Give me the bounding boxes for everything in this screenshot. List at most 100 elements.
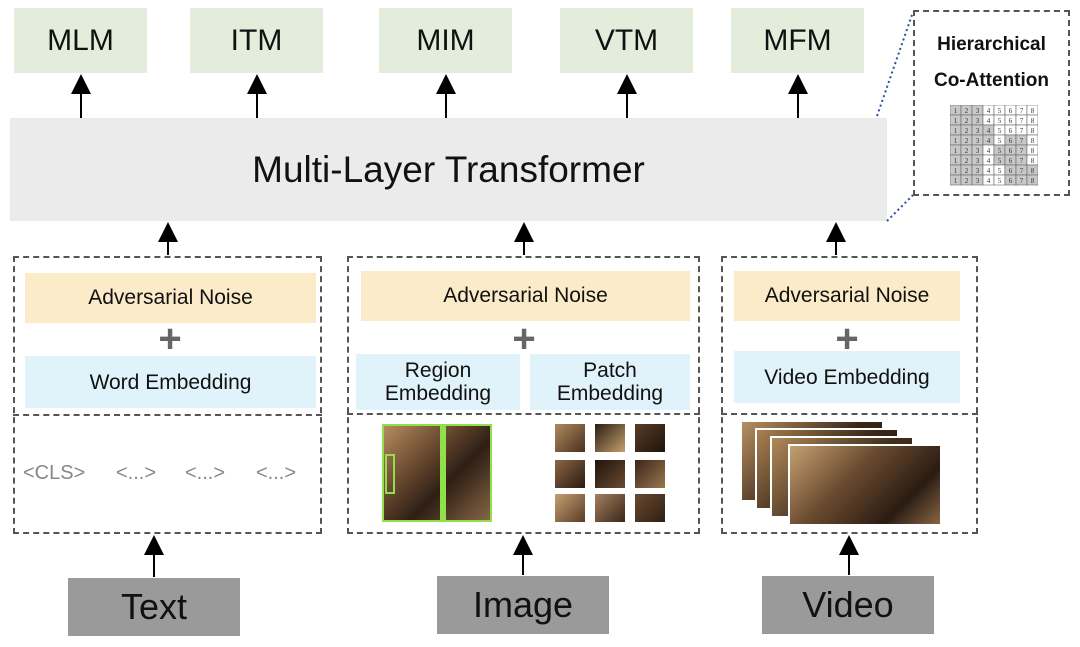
grid-number: 5	[998, 147, 1002, 155]
region-box	[444, 424, 452, 522]
grid-number: 3	[976, 117, 980, 125]
image-plus-icon: +	[512, 317, 536, 361]
grid-number: 6	[1009, 127, 1013, 135]
grid-number: 5	[998, 137, 1002, 145]
task-mfm: MFM	[731, 8, 864, 73]
video-embedding-box: Video Embedding	[734, 351, 960, 403]
task-label: VTM	[594, 23, 659, 57]
input-label: Image	[472, 584, 574, 625]
patch-tile	[595, 494, 625, 522]
grid-number: 1	[954, 167, 958, 175]
hca-title-line2: Co-Attention	[933, 70, 1050, 91]
embedding-label: Word Embedding	[89, 370, 252, 394]
grid-number: 2	[965, 137, 969, 145]
text-plus-icon: +	[158, 317, 182, 361]
input-label: Video	[802, 584, 894, 625]
grid-number: 2	[965, 107, 969, 115]
grid-number: 7	[1020, 137, 1024, 145]
video-frame	[788, 444, 942, 526]
grid-number: 4	[987, 107, 991, 115]
grid-number: 8	[1031, 117, 1035, 125]
grid-number: 5	[998, 177, 1002, 185]
grid-number: 7	[1020, 127, 1024, 135]
token-ellipsis: <...>	[256, 462, 297, 484]
grid-number: 1	[954, 117, 958, 125]
grid-number: 1	[954, 157, 958, 165]
image-branch-divider	[347, 413, 700, 415]
word-embedding-box: Word Embedding	[25, 356, 316, 408]
hca-connector-top	[876, 11, 914, 117]
patch-tile	[555, 494, 585, 522]
grid-number: 3	[976, 167, 980, 175]
input-label: Text	[120, 586, 188, 627]
grid-number: 2	[965, 177, 969, 185]
grid-number: 7	[1020, 117, 1024, 125]
patch-embedding-box: Patch Embedding	[530, 354, 690, 410]
region-box	[385, 454, 395, 494]
patch-tile	[555, 460, 585, 488]
grid-number: 2	[965, 157, 969, 165]
grid-number: 3	[976, 157, 980, 165]
grid-number: 5	[998, 117, 1002, 125]
grid-number: 1	[954, 177, 958, 185]
grid-number: 2	[965, 127, 969, 135]
grid-number: 1	[954, 107, 958, 115]
grid-number: 8	[1031, 177, 1035, 185]
grid-number: 3	[976, 137, 980, 145]
patch-tile	[635, 424, 665, 452]
task-mlm: MLM	[14, 8, 147, 73]
region-embedding-box: Region Embedding	[356, 354, 520, 410]
grid-number: 8	[1031, 167, 1035, 175]
grid-number: 3	[976, 147, 980, 155]
grid-number: 6	[1009, 157, 1013, 165]
task-vtm: VTM	[560, 8, 693, 73]
grid-number: 6	[1009, 137, 1013, 145]
grid-number: 3	[976, 177, 980, 185]
grid-cell	[1026, 174, 1038, 186]
grid-number: 8	[1031, 107, 1035, 115]
grid-number: 1	[954, 127, 958, 135]
token-row: <CLS> <...> <...> <...>	[13, 462, 322, 492]
patch-tile	[635, 494, 665, 522]
task-label: MFM	[763, 23, 832, 57]
patch-tile	[595, 460, 625, 488]
grid-number: 6	[1009, 147, 1013, 155]
patch-grid	[555, 424, 665, 522]
region-image	[382, 424, 492, 522]
grid-number: 5	[998, 157, 1002, 165]
grid-number: 7	[1020, 157, 1024, 165]
hca-connector-bottom	[886, 194, 914, 222]
task-label: ITM	[230, 23, 283, 57]
grid-number: 5	[998, 127, 1002, 135]
region-box	[382, 424, 444, 522]
task-mim: MIM	[379, 8, 512, 73]
grid-number: 6	[1009, 107, 1013, 115]
noise-label: Adversarial Noise	[764, 284, 930, 307]
grid-number: 3	[976, 127, 980, 135]
grid-number: 4	[987, 127, 991, 135]
grid-number: 4	[987, 147, 991, 155]
grid-number: 6	[1009, 177, 1013, 185]
patch-embedding-label: Patch Embedding	[556, 359, 664, 405]
text-branch-divider	[13, 414, 322, 416]
grid-number: 7	[1020, 167, 1024, 175]
region-embedding-label: Region Embedding	[384, 359, 492, 405]
text-input-box: Text	[68, 578, 240, 636]
patch-tile	[555, 424, 585, 452]
grid-number: 4	[987, 157, 991, 165]
patch-tile	[595, 424, 625, 452]
grid-number: 4	[987, 137, 991, 145]
video-input-box: Video	[762, 576, 934, 634]
task-itm: ITM	[190, 8, 323, 73]
grid-number: 6	[1009, 167, 1013, 175]
grid-number: 3	[976, 107, 980, 115]
hca-title-line1: Hierarchical	[937, 34, 1046, 55]
noise-label: Adversarial Noise	[443, 284, 608, 307]
grid-number: 8	[1031, 147, 1035, 155]
patch-tile	[635, 460, 665, 488]
image-input-box: Image	[437, 576, 609, 634]
grid-number: 4	[987, 177, 991, 185]
